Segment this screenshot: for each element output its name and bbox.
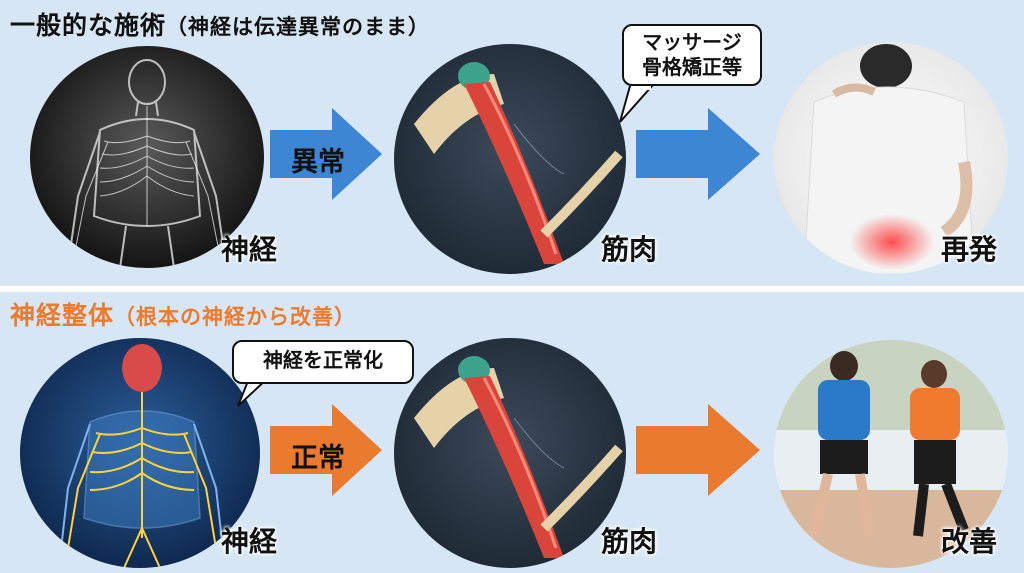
top-treatment-bubble: マッサージ 骨格矯正等 xyxy=(622,24,762,86)
section-divider xyxy=(0,286,1024,292)
runner-blue xyxy=(809,351,875,538)
muscle-image-top xyxy=(394,44,626,274)
bottom-arrow-normal xyxy=(270,404,382,496)
top-title-main: 一般的な施術 xyxy=(10,11,167,40)
bottom-muscle-label: 筋肉 xyxy=(601,525,658,558)
bottom-section-title: 神経整体（根本の神経から改善） xyxy=(10,296,356,332)
top-arrow-abnormal xyxy=(270,108,382,200)
nerve-xray-image xyxy=(30,46,264,268)
top-bubble-line2: 骨格矯正等 xyxy=(642,55,742,79)
top-result-label: 再発 xyxy=(941,233,998,266)
bottom-arrow-result xyxy=(636,404,760,496)
runner-orange xyxy=(910,360,969,537)
nerve-healthy-image xyxy=(20,338,260,568)
top-title-subtitle: （神経は伝達異常のまま） xyxy=(166,15,431,39)
top-arrow-result xyxy=(636,108,760,200)
top-bubble-tail xyxy=(619,86,654,123)
bottom-title-subtitle: （根本の神経から改善） xyxy=(114,305,357,329)
muscle-image-bottom xyxy=(394,338,626,568)
runners-image xyxy=(774,340,1008,568)
top-nerve-label: 神経 xyxy=(221,233,278,266)
bottom-result-label: 改善 xyxy=(941,525,998,558)
top-arrow-abnormal-label: 異常 xyxy=(291,147,345,178)
bottom-arrow-normal-label: 正常 xyxy=(291,443,345,474)
bottom-normalize-bubble: 神経を正常化 xyxy=(232,340,414,384)
top-muscle-label: 筋肉 xyxy=(601,233,658,266)
top-section-title: 一般的な施術（神経は伝達異常のまま） xyxy=(10,6,430,42)
top-bubble-line1: マッサージ xyxy=(642,30,742,54)
bottom-title-main: 神経整体 xyxy=(10,301,115,330)
back-pain-image xyxy=(774,42,1008,274)
bottom-nerve-label: 神経 xyxy=(221,525,278,558)
